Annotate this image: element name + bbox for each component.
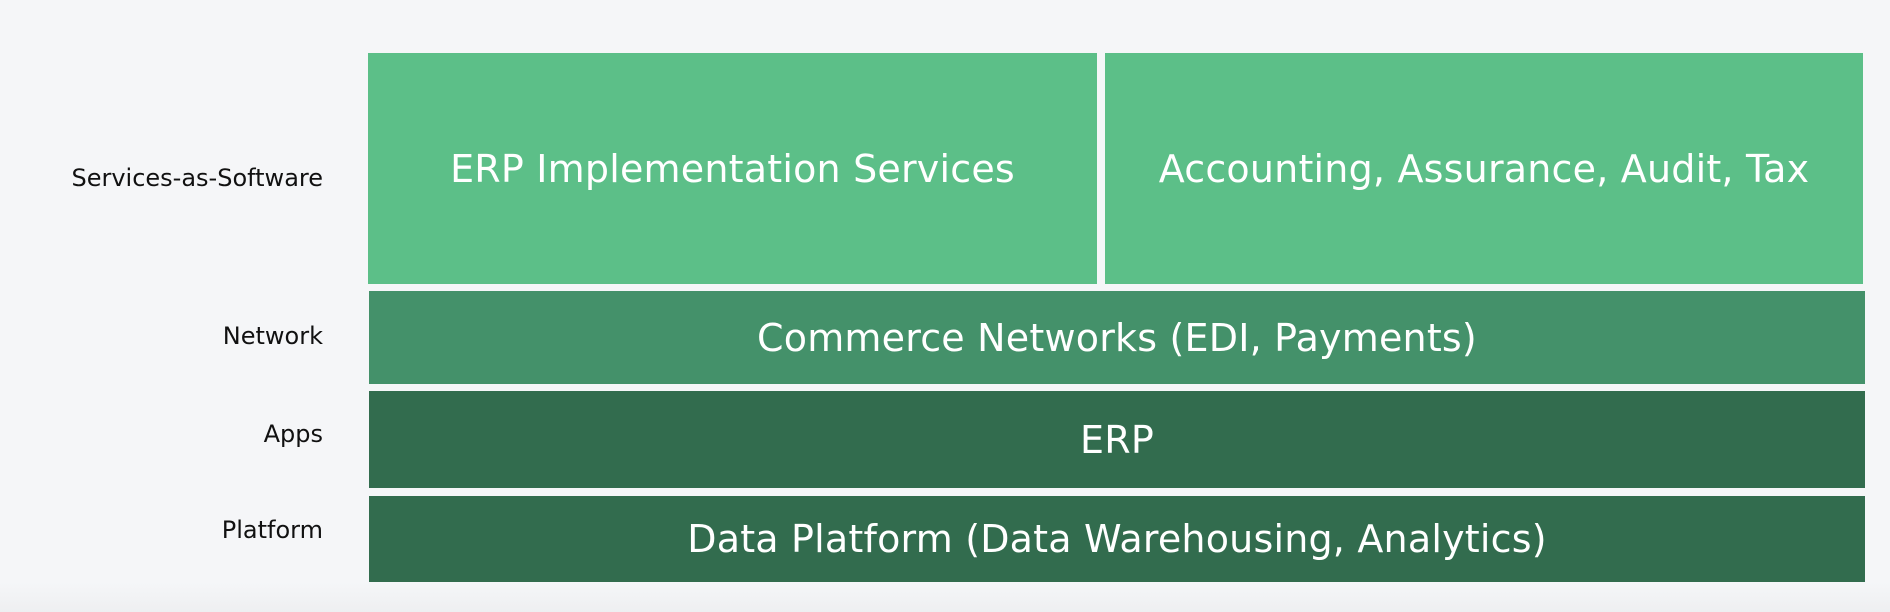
layer-label-network: Network <box>222 322 323 350</box>
layer-label-services-as-software: Services-as-Software <box>71 164 323 192</box>
box-commerce-networks: Commerce Networks (EDI, Payments) <box>369 291 1865 384</box>
box-label: ERP Implementation Services <box>450 146 1015 191</box>
bottom-shadow <box>0 582 1890 612</box>
box-label: Data Platform (Data Warehousing, Analyti… <box>687 517 1547 561</box>
box-label: ERP <box>1080 417 1154 462</box>
layer-label-platform: Platform <box>221 516 323 544</box>
layer-label-apps: Apps <box>263 420 323 448</box>
box-erp-implementation-services: ERP Implementation Services <box>368 53 1097 284</box>
box-label: Commerce Networks (EDI, Payments) <box>757 315 1477 360</box>
box-accounting-assurance-audit-tax: Accounting, Assurance, Audit, Tax <box>1105 53 1863 284</box>
box-label: Accounting, Assurance, Audit, Tax <box>1158 146 1810 191</box>
box-data-platform: Data Platform (Data Warehousing, Analyti… <box>369 496 1865 582</box>
box-erp: ERP <box>369 391 1865 488</box>
